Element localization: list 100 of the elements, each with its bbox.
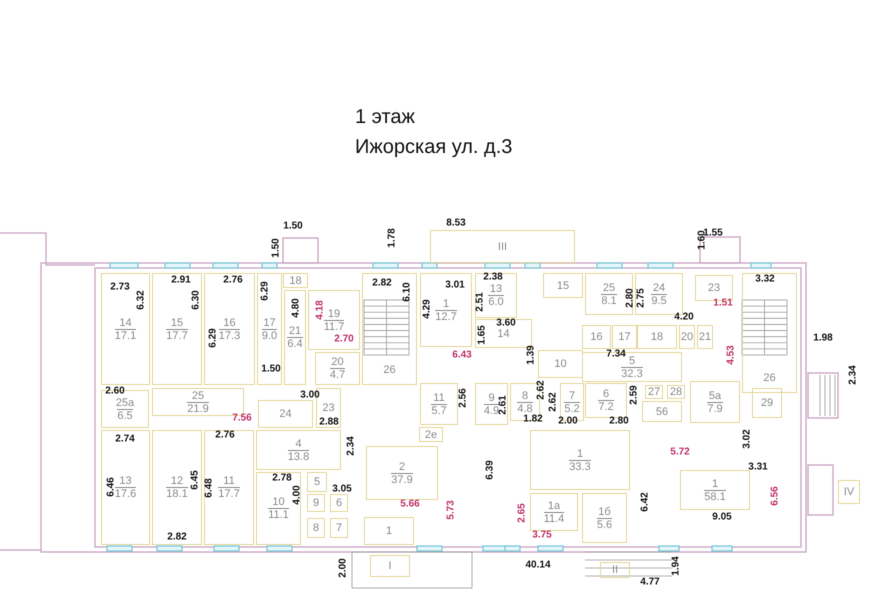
- dimension-label: 2.56: [458, 388, 468, 408]
- room-outline: [475, 273, 517, 318]
- dimension-label: 6.39: [484, 460, 496, 480]
- plan-title: 1 этаж: [355, 106, 415, 129]
- room-outline: [838, 480, 860, 504]
- room-number: 17: [618, 331, 631, 343]
- dimension-label: 2.82: [167, 532, 187, 542]
- room-area: 58.1: [704, 490, 726, 502]
- room-number: 56: [656, 406, 668, 418]
- dimension-label: 2.74: [115, 434, 135, 444]
- dimension-label: 2.38: [483, 272, 503, 282]
- dimension-label: 2.34: [848, 365, 858, 385]
- address-heading: Ижорская ул. д.3: [355, 136, 512, 159]
- room-number: 11: [223, 475, 235, 487]
- dimension-label: 2.75: [636, 288, 646, 308]
- dimension-label: 1.55: [703, 228, 723, 238]
- room-outline: [284, 290, 306, 385]
- room-number: 7: [336, 522, 342, 534]
- room-outline: [430, 230, 575, 263]
- dimension-label: 2.00: [558, 416, 578, 426]
- dimension-label: 5.72: [670, 446, 690, 458]
- room-number: 21: [698, 331, 712, 343]
- dimension-label: 2.76: [223, 274, 243, 286]
- dimension-label: 2.59: [628, 385, 640, 405]
- room-outline: [307, 472, 327, 492]
- dimension-label: 6.42: [640, 492, 650, 512]
- dimension-label: 2.76: [215, 430, 235, 440]
- room-number: 20: [331, 356, 344, 368]
- room-area: 18.1: [166, 487, 188, 500]
- room-area: 17.1: [114, 328, 136, 342]
- room-outline: [204, 273, 255, 385]
- dimension-label: 2.34: [346, 436, 356, 456]
- dimension-label: 3.32: [755, 274, 775, 284]
- room-outline: [419, 427, 443, 442]
- dimension-label: 6.43: [452, 350, 472, 360]
- room-area: 11.7: [324, 320, 344, 332]
- room-outline: [585, 383, 627, 418]
- room-area: 11.1: [268, 508, 289, 521]
- room-number: 25а: [116, 396, 134, 408]
- room-outline: [362, 273, 417, 385]
- dimension-label: 1.82: [523, 414, 543, 424]
- room-number: 1а: [548, 500, 560, 512]
- room-number: 16: [590, 331, 603, 343]
- room-outline: [637, 325, 677, 349]
- room-outline: [257, 273, 282, 385]
- dimension-label: 6.48: [204, 478, 214, 498]
- room-number: 7: [568, 390, 576, 402]
- dimension-label: 5.73: [446, 500, 456, 520]
- dimension-label: 2.73: [110, 282, 130, 292]
- dimension-label: 4.29: [422, 299, 432, 319]
- room-outline: [690, 381, 740, 423]
- room-number: 8: [312, 522, 320, 534]
- room-number: 20: [680, 331, 694, 343]
- room-outline: [538, 350, 583, 378]
- room-number: 26: [383, 364, 396, 376]
- dimension-label: 4.00: [292, 485, 302, 505]
- room-outline: [204, 430, 254, 545]
- room-number: 10: [554, 358, 567, 370]
- room-outline: [256, 472, 301, 545]
- room-number: 14: [497, 328, 510, 340]
- room-area: 4.9: [484, 404, 500, 416]
- dimension-label: 6.46: [106, 477, 116, 497]
- room-area: 8.1: [601, 294, 617, 306]
- room-area: 17.3: [218, 328, 240, 342]
- room-outline: [152, 430, 202, 545]
- room-area: 37.9: [391, 472, 413, 486]
- room-area: 4.8: [517, 402, 533, 414]
- room-number: 13: [490, 283, 502, 295]
- dimension-label: 2.60: [105, 386, 125, 396]
- room-outline: [742, 273, 797, 393]
- room-area: 17.6: [114, 487, 136, 500]
- room-number: 8: [522, 390, 528, 402]
- room-outline: [420, 273, 472, 347]
- dimension-label: 2.62: [548, 392, 558, 412]
- room-area: 17.7: [166, 328, 188, 342]
- room-number: 28: [670, 386, 682, 398]
- room-area: 33.3: [569, 460, 591, 472]
- dimension-label: 6.56: [770, 486, 780, 506]
- room-number: 10: [272, 496, 285, 508]
- room-outline: [364, 517, 414, 545]
- dimension-label: 6.29: [260, 281, 270, 301]
- room-number: 23: [708, 282, 720, 294]
- room-outline: [366, 446, 438, 500]
- room-number: 26: [763, 372, 776, 384]
- room-outline: [582, 493, 627, 543]
- room-number: 19: [328, 308, 340, 320]
- room-area: 5.2: [564, 402, 580, 414]
- room-number: 2е: [424, 428, 438, 440]
- room-number: 15: [170, 316, 184, 328]
- dimension-label: 7.56: [232, 412, 252, 424]
- room-area: 21.9: [187, 402, 209, 414]
- dimension-label: 1.65: [476, 325, 488, 345]
- dimension-label: 2.65: [516, 503, 528, 523]
- room-number: 24: [279, 408, 292, 420]
- dimension-label: 6.30: [190, 290, 202, 310]
- dimension-label: 2.00: [338, 558, 348, 578]
- room-number: 21: [288, 325, 302, 337]
- room-number: 2: [398, 460, 406, 472]
- room-area: 11.4: [544, 512, 564, 524]
- room-outline: [256, 430, 341, 470]
